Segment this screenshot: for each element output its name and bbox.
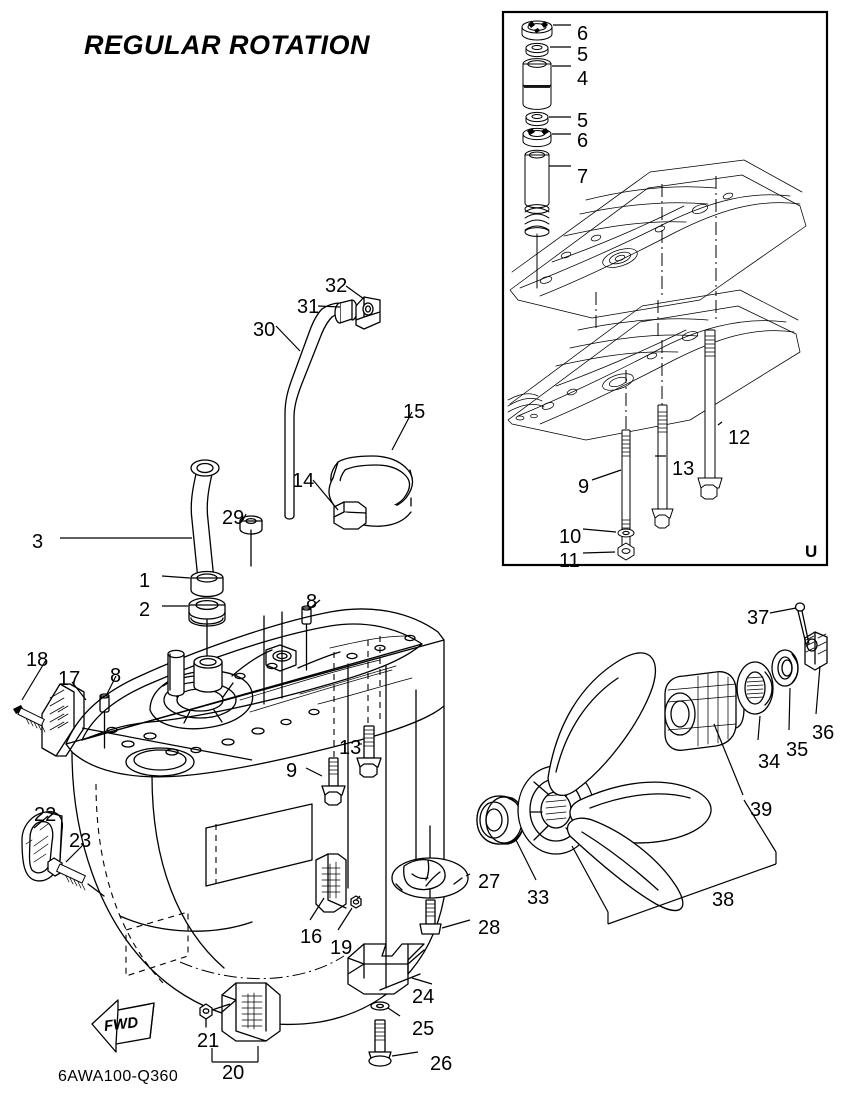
screw-19 bbox=[337, 895, 362, 931]
callout-11: 11 bbox=[559, 550, 580, 572]
hose-clamp-31 bbox=[334, 299, 358, 324]
callout-35: 35 bbox=[786, 739, 809, 761]
callout-14: 14 bbox=[292, 470, 315, 492]
fwd-arrow bbox=[91, 999, 155, 1053]
callout-3: 3 bbox=[32, 531, 44, 553]
callout-31: 31 bbox=[297, 296, 320, 318]
pump-housing bbox=[149, 649, 254, 730]
callout-27: 27 bbox=[478, 871, 501, 893]
catalog-code: 6AWA100-Q360 bbox=[58, 1068, 179, 1085]
dowel-pin-8b bbox=[301, 605, 312, 671]
anode-20 bbox=[211, 982, 281, 1063]
nut-21 bbox=[199, 1003, 231, 1028]
inset-spring bbox=[524, 204, 550, 289]
washer-25 bbox=[370, 1001, 401, 1017]
diagram-title: REGULAR ROTATION bbox=[84, 30, 370, 60]
callout-39: 39 bbox=[750, 799, 773, 821]
callout-18: 18 bbox=[26, 649, 49, 671]
callout-36: 36 bbox=[812, 722, 835, 744]
inset-leaders bbox=[549, 24, 571, 167]
callout-32: 32 bbox=[325, 275, 348, 297]
callout-16: 16 bbox=[300, 926, 323, 948]
seal-1 bbox=[190, 570, 224, 598]
spacer-39 bbox=[664, 671, 745, 796]
bolt-guide-lines bbox=[333, 636, 381, 776]
callout-20: 20 bbox=[222, 1062, 245, 1084]
cotter-pin-37 bbox=[769, 602, 810, 645]
group-bracket-38 bbox=[607, 852, 777, 925]
anode-17 bbox=[41, 683, 85, 757]
callout-5: 5 bbox=[577, 44, 589, 66]
inset-bolt-13 bbox=[651, 340, 674, 529]
splined-washer-34 bbox=[736, 661, 774, 741]
callout-37: 37 bbox=[747, 607, 770, 629]
plate-27 bbox=[391, 825, 471, 899]
callout-6: 6 bbox=[577, 23, 589, 45]
callout-9: 9 bbox=[578, 476, 590, 498]
callout-4: 4 bbox=[577, 68, 589, 90]
screw-18 bbox=[13, 705, 46, 733]
callout-1: 1 bbox=[139, 570, 151, 592]
seal-14 bbox=[333, 501, 367, 530]
callout-5: 5 bbox=[577, 110, 589, 132]
callout-8: 8 bbox=[306, 591, 318, 613]
callout-29: 29 bbox=[222, 507, 245, 529]
leader-38-to-prop bbox=[571, 845, 609, 913]
callout-30: 30 bbox=[253, 319, 276, 341]
callout-13: 13 bbox=[672, 458, 695, 480]
inset-housing-lower bbox=[507, 289, 801, 441]
inset-nut-11 bbox=[617, 542, 635, 561]
callout-22: 22 bbox=[34, 804, 57, 826]
gearcase-body bbox=[65, 608, 445, 1026]
bolt-28 bbox=[419, 899, 471, 935]
callout-13: 13 bbox=[339, 737, 362, 759]
inset-panel bbox=[501, 10, 829, 567]
callout-17: 17 bbox=[58, 668, 81, 690]
callout-23: 23 bbox=[69, 830, 92, 852]
leader-39-join bbox=[743, 799, 777, 853]
inset-washer-10 bbox=[617, 528, 635, 538]
bolt-26 bbox=[368, 1019, 419, 1067]
hose-assembly bbox=[284, 296, 381, 520]
washer-35 bbox=[771, 649, 799, 731]
callout-15: 15 bbox=[403, 401, 426, 423]
inset-bolt-12 bbox=[697, 329, 723, 500]
dowel-pin-8a bbox=[99, 693, 110, 749]
grommet-29 bbox=[239, 515, 263, 567]
callout-28: 28 bbox=[478, 917, 501, 939]
gasket-assembly bbox=[328, 455, 414, 530]
callout-25: 25 bbox=[412, 1018, 435, 1040]
inset-stack bbox=[521, 20, 553, 289]
inset-housing-upper bbox=[509, 159, 807, 328]
callout-21: 21 bbox=[197, 1030, 220, 1052]
bolt-23 bbox=[47, 845, 105, 897]
callout-10: 10 bbox=[559, 526, 582, 548]
misc-leaders bbox=[21, 285, 413, 901]
bolt-9 bbox=[305, 757, 346, 806]
water-tube-3 bbox=[190, 459, 220, 589]
callout-26: 26 bbox=[430, 1053, 453, 1075]
long-guide-lines bbox=[347, 663, 417, 967]
callout-2: 2 bbox=[139, 599, 151, 621]
callout-12: 12 bbox=[728, 427, 751, 449]
callout-6: 6 bbox=[577, 130, 589, 152]
anode-16 bbox=[309, 853, 347, 921]
propeller-38 bbox=[517, 652, 712, 912]
callout-34: 34 bbox=[758, 751, 781, 773]
callout-8: 8 bbox=[110, 665, 122, 687]
callout-24: 24 bbox=[412, 986, 435, 1008]
callout-33: 33 bbox=[527, 887, 550, 909]
hose-bracket-32 bbox=[355, 296, 381, 330]
callout-9: 9 bbox=[286, 760, 298, 782]
castle-nut-36 bbox=[804, 631, 828, 715]
bolt-13-main bbox=[356, 725, 382, 778]
callout-19: 19 bbox=[330, 937, 353, 959]
callout-7: 7 bbox=[577, 166, 589, 188]
inset-marker-u: U bbox=[805, 542, 818, 561]
callout-38: 38 bbox=[712, 889, 735, 911]
bracket-24 bbox=[347, 943, 433, 995]
